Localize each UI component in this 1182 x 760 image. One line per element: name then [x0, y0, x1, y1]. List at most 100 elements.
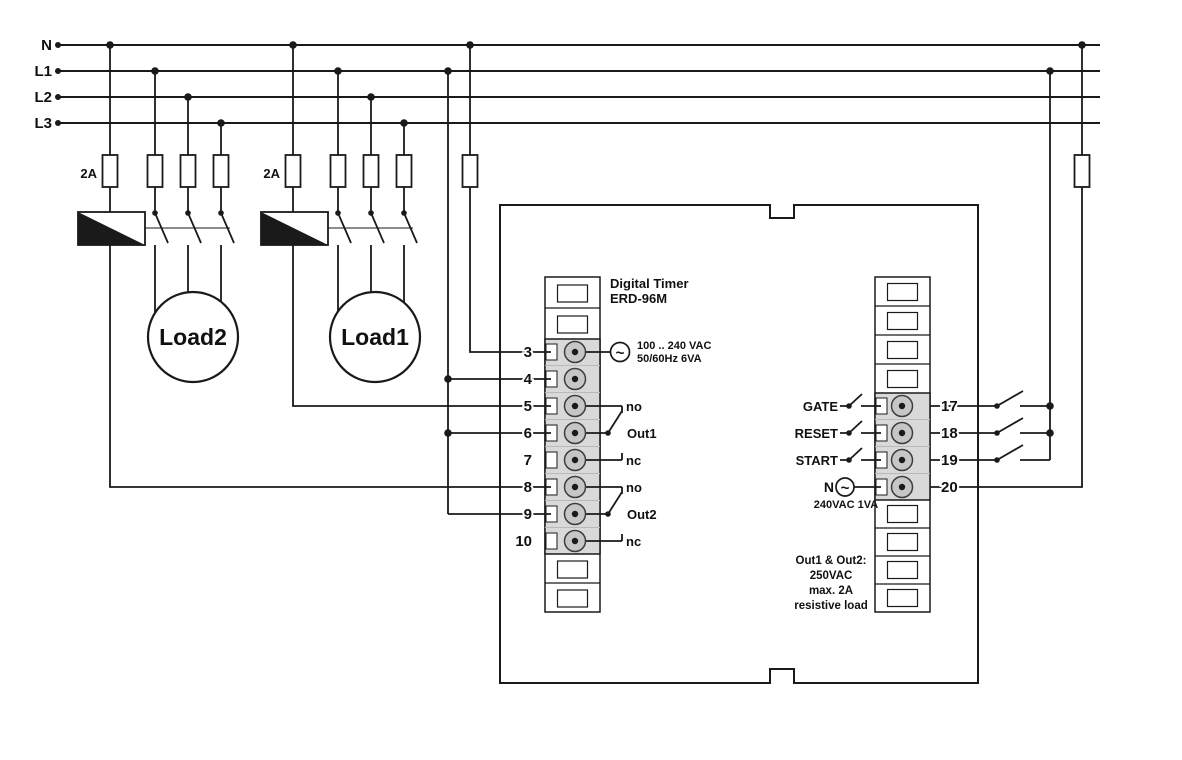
wire-entry [545, 532, 558, 550]
ac-circle [835, 477, 855, 497]
fuse-load1-l1 [329, 154, 347, 188]
rail-start-dot [55, 68, 61, 74]
strip-screw-slot [556, 284, 589, 303]
pivot-dot [218, 210, 224, 216]
junction-dot [1046, 429, 1054, 437]
start-input-label: START [796, 453, 838, 468]
right-terminal-strip [874, 276, 931, 613]
load2-coil-circuit-wire [109, 45, 551, 488]
supply-spec-line2: 50/60Hz 6VA [637, 353, 702, 365]
terminal-9-dot [571, 510, 579, 518]
timer-supply-ac-icon: ~ [609, 341, 631, 363]
terminal-number-7: 7 [524, 452, 532, 469]
junction-dots [106, 41, 1086, 437]
input-supply-rating: 240VAC 1VA [814, 499, 878, 511]
internal-left-wires [586, 351, 623, 542]
junction-dot [444, 67, 452, 75]
strip-screw-slot [886, 560, 919, 580]
pivot-dot [846, 457, 852, 463]
out1-relay-blade [607, 410, 623, 434]
gate-input-blade [848, 393, 863, 407]
load2-threephase-wires [154, 71, 222, 313]
terminal-number-8: 8 [524, 479, 532, 496]
load1-label: Load1 [341, 324, 409, 350]
out2-relay-blade [607, 491, 623, 515]
left-terminal-strip [544, 276, 601, 613]
start-input-blade [848, 447, 863, 461]
out1-name-label: Out1 [627, 426, 657, 441]
load1-threephase-wires [337, 71, 405, 311]
load1-contactor-coil [260, 211, 329, 246]
terminal-5-dot [571, 402, 579, 410]
input-switch-wires [930, 405, 1050, 461]
right-terminals [890, 394, 914, 499]
terminal-number-6: 6 [524, 425, 532, 442]
terminal-number-3: 3 [524, 344, 532, 361]
terminal-number-17: 17 [941, 398, 958, 415]
fuse-input-supply [1073, 154, 1091, 188]
rating-note-line2: 250VAC [810, 570, 853, 582]
timer-supply-n-wire [469, 45, 551, 353]
terminal-3-dot [571, 348, 579, 356]
out2-nc-label: nc [626, 534, 641, 549]
strip-cell-separators [875, 305, 930, 585]
strip-screw-slot [886, 532, 919, 552]
out1-nc-label: nc [626, 453, 641, 468]
pivot-dot [152, 210, 158, 216]
pivot-dot [605, 511, 611, 517]
junction-dot [444, 375, 452, 383]
pivot-dot [994, 430, 1000, 436]
out2-no-label: no [626, 480, 642, 495]
pivot-dot [605, 430, 611, 436]
terminal-20-dot [898, 483, 906, 491]
input-supply-ac-icon: ~ [835, 477, 855, 497]
junction-dot [400, 119, 408, 127]
junction-dot [1078, 41, 1086, 49]
device-model: ERD-96M [610, 291, 667, 306]
input-n-wire [930, 45, 1083, 488]
out2-name-label: Out2 [627, 507, 657, 522]
fuse-timer-supply [461, 154, 479, 188]
junction-dot [184, 93, 192, 101]
gate-external-switch-blade [996, 390, 1024, 407]
fuse-rating-label: 2A [80, 166, 97, 181]
terminal-7-dot [571, 456, 579, 464]
load2-motor: Load2 [146, 290, 240, 384]
pivot-dot [846, 430, 852, 436]
reset-external-switch-blade [996, 417, 1024, 434]
fuse-load2-l1 [146, 154, 164, 188]
junction-dot [466, 41, 474, 49]
rating-note-line1: Out1 & Out2: [796, 555, 867, 567]
terminal-17-dot [898, 402, 906, 410]
junction-dot [1046, 402, 1054, 410]
rail-label-l1: L1 [34, 63, 52, 80]
pivot-dot [846, 403, 852, 409]
timer-supply-l1-wire [447, 71, 551, 515]
strip-screw-slot [886, 311, 919, 331]
pivot-dot [401, 210, 407, 216]
rating-note-line4: resistive load [794, 600, 868, 612]
strip-screw-slot [556, 589, 589, 608]
pivot-dot [335, 210, 341, 216]
load1-motor: Load1 [328, 290, 422, 384]
junction-dot [151, 67, 159, 75]
timer-labels: Digital Timer ERD-96M 100 .. 240 VAC 50/… [513, 276, 959, 612]
strip-screw-slot [886, 340, 919, 360]
terminal-6-dot [571, 429, 579, 437]
timer-enclosure [499, 204, 979, 684]
strip-screw-slot [886, 588, 919, 608]
fuse-load1-l3 [395, 154, 413, 188]
pivot-dot [994, 457, 1000, 463]
pivot-dot [185, 210, 191, 216]
terminal-number-10: 10 [515, 533, 532, 550]
terminal-10-dot [571, 537, 579, 545]
power-rails-group: N L1 L2 L3 [34, 37, 1100, 132]
strip-screw-slot [556, 315, 589, 334]
terminal-number-4: 4 [524, 371, 533, 388]
strip-cell-separators [545, 307, 600, 584]
load2-label: Load2 [159, 324, 227, 350]
contact-pivot-dots [152, 210, 1000, 517]
rail-label-n: N [41, 37, 52, 54]
